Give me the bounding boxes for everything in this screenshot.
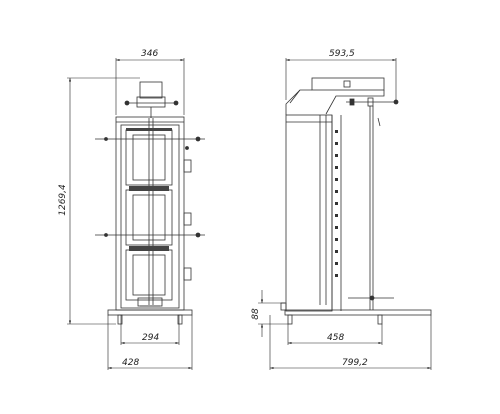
side-base-width-label: 799,2 [342,358,368,368]
front-dimensions [67,58,193,370]
side-spit-hook [377,117,381,127]
side-crossbar-knob [393,99,399,105]
front-foot-left [117,314,123,325]
front-inner-width-label: 294 [142,333,159,343]
front-base-plate [107,309,193,316]
front-burner-top-inner [132,134,166,181]
side-crossbar-collar [349,98,355,106]
front-spit-knob-lower [195,232,201,238]
side-drip-center [369,295,375,301]
front-knob-2 [183,212,192,226]
side-spit-holder [367,97,374,107]
side-foot-height-label: 88 [251,308,261,320]
side-dimensions [258,58,432,370]
front-view [95,81,205,325]
front-spit-knob-upper [195,136,201,142]
side-arm-right [325,90,385,115]
side-view [280,77,432,325]
front-knob-1 [183,159,192,173]
side-arm-brace [289,89,301,104]
side-hole-column [335,130,338,277]
side-base-plate [284,309,432,316]
side-body [285,114,333,312]
front-handle-knob-left [124,100,130,106]
front-knob-3 [183,267,192,281]
front-motor-housing [139,81,163,99]
front-knob-dot [185,146,189,150]
side-top-width-label: 593,5 [329,49,355,59]
front-grill-band-top [126,128,172,131]
front-height-label: 1269,4 [58,184,68,216]
front-body-inner [120,124,180,309]
front-drip-tray [137,297,163,307]
front-foot-right [177,314,183,325]
side-foot-right [377,314,383,325]
front-top-width-label: 346 [141,49,158,59]
side-arm-left [285,89,312,115]
side-back-bracket [280,302,287,311]
front-grill-band-1 [129,186,169,191]
front-handle-knob-right [173,100,179,106]
front-grill-band-2 [129,246,169,251]
side-inner-width-label: 458 [327,333,344,343]
front-spit-end-upper [104,137,108,141]
side-motor-detail [343,80,351,88]
front-base-width-label: 428 [122,358,139,368]
front-burner-middle-inner [132,194,166,241]
front-spit-end-lower [104,233,108,237]
side-motor-box [311,77,385,91]
front-burner-bottom-inner [132,254,166,296]
side-foot-left [287,314,293,325]
front-motor-flange [136,96,166,108]
